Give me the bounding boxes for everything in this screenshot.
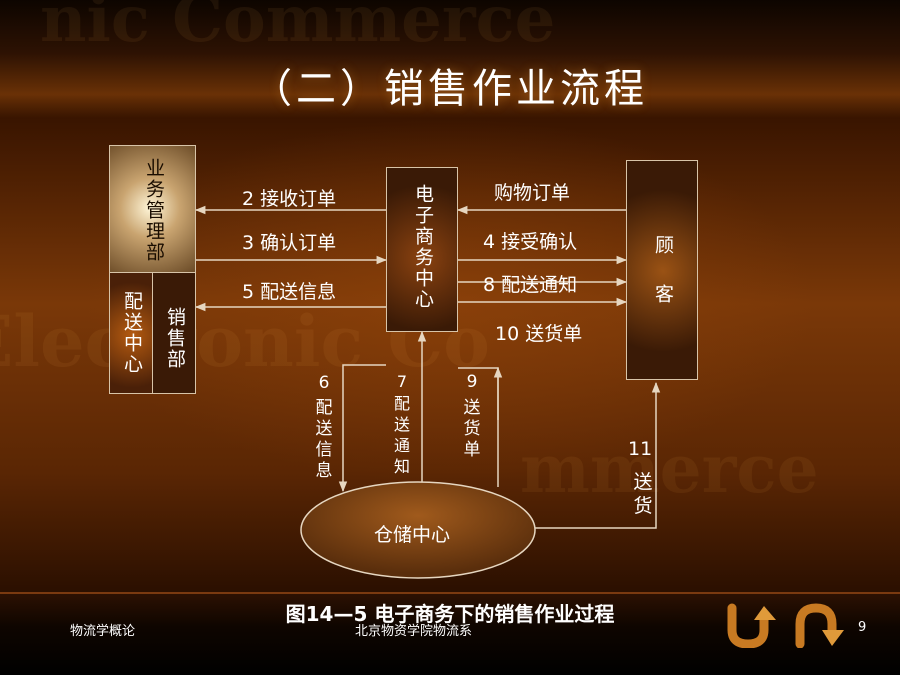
curved-arrow-icon[interactable] [792, 602, 852, 648]
slide-title: （二）销售作业流程 [252, 66, 648, 112]
sales-dept-box: 销售部 [152, 272, 196, 394]
sales-dept-label: 销售部 [164, 307, 186, 370]
label-accept-confirm: 4 接受确认 [483, 231, 578, 253]
label-6-number: 6 [318, 373, 330, 393]
business-management-dept-label: 业务管理部 [143, 158, 165, 263]
background-watermark-low: mmerce [520, 430, 819, 508]
arrow-11-delivery [534, 381, 661, 529]
bottom-band [0, 592, 900, 675]
label-7-number: 7 [396, 372, 408, 391]
customer-label: 顾客 [652, 235, 674, 333]
label-9-number: 9 [466, 372, 478, 392]
warehouse-label: 仓储中心 [374, 524, 451, 546]
arrow-6-delivery-info [338, 364, 386, 493]
u-turn-arrow-icon[interactable] [724, 602, 784, 648]
distribution-center-unit-label: 配送中心 [121, 291, 143, 375]
label-11-number: 11 [628, 438, 653, 460]
ecommerce-center-label: 电子商务中心 [412, 184, 434, 310]
business-management-dept-box: 业务管理部 [109, 145, 196, 273]
footer-department: 北京物资学院物流系 [355, 624, 473, 639]
customer-box: 顾客 [626, 160, 698, 380]
top-band [0, 0, 900, 118]
label-delivery-notice: 8 配送通知 [483, 274, 578, 296]
label-9-text: 送货单 [463, 398, 481, 460]
label-delivery-info: 5 配送信息 [242, 281, 337, 303]
label-confirm-order: 3 确认订单 [242, 232, 337, 254]
label-7-text: 配送通知 [393, 394, 410, 476]
label-delivery-note: 10 送货单 [495, 323, 583, 345]
distribution-center-unit-box: 配送中心 [109, 272, 153, 394]
ecommerce-center-box: 电子商务中心 [386, 167, 458, 332]
label-6-text: 配送信息 [315, 398, 333, 481]
background-watermark-top: nic Commerce [40, 0, 556, 57]
figure-caption: 图14—5 电子商务下的销售作业过程 [285, 602, 615, 626]
footer-course-name: 物流学概论 [70, 624, 136, 639]
label-11-text: 送货 [633, 471, 653, 517]
label-receive-order: 2 接收订单 [242, 188, 337, 210]
page-number: 9 [858, 620, 867, 635]
label-purchase-order: 购物订单 [494, 182, 571, 204]
